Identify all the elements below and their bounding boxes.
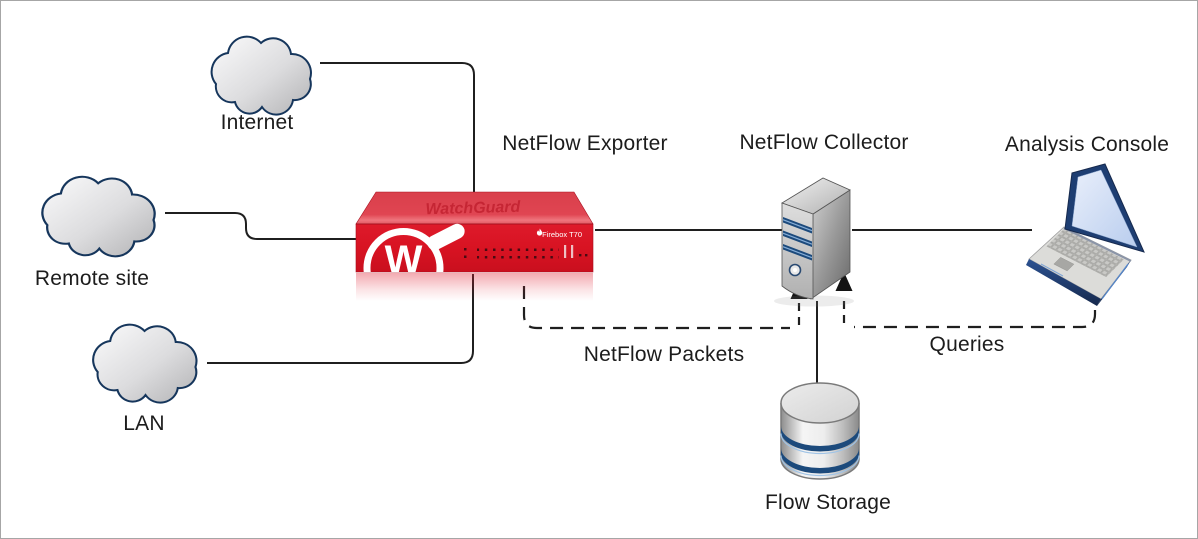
remote-site-cloud-icon bbox=[41, 175, 156, 258]
connector-internet-exporter bbox=[320, 62, 475, 192]
laptop-icon bbox=[1026, 163, 1145, 306]
firebox-brand-text: WatchGuard bbox=[425, 199, 521, 219]
firebox-led-panel bbox=[464, 245, 588, 260]
queries-flow-line bbox=[854, 289, 1097, 329]
connector-lan-exporter bbox=[207, 274, 474, 364]
cylinder-top bbox=[780, 382, 860, 424]
label-lan: LAN bbox=[123, 412, 165, 435]
lan-cloud-icon bbox=[92, 323, 198, 404]
led-grid bbox=[477, 246, 559, 260]
laptop-trackpad bbox=[1053, 257, 1075, 272]
label-netflow-collector: NetFlow Collector bbox=[739, 131, 909, 154]
netflow-packets-flow-line bbox=[522, 286, 790, 330]
database-cylinder-icon bbox=[780, 382, 860, 480]
laptop-front-edge bbox=[1026, 259, 1101, 306]
flame-icon bbox=[536, 228, 543, 236]
firebox-appliance-icon: WatchGuard W Firebox T70 bbox=[355, 191, 594, 301]
label-remote-site: Remote site bbox=[34, 267, 150, 290]
laptop-screen bbox=[1071, 169, 1138, 248]
connector-remote-site-exporter bbox=[165, 212, 357, 240]
label-analysis-console: Analysis Console bbox=[1004, 133, 1170, 156]
label-flow-storage: Flow Storage bbox=[764, 491, 892, 514]
cylinder-body bbox=[780, 403, 860, 480]
cylinder-stripes bbox=[780, 426, 860, 477]
solid-connectors bbox=[165, 62, 1032, 384]
firebox-model-badge: Firebox T70 bbox=[536, 228, 582, 239]
label-netflow-exporter: NetFlow Exporter bbox=[502, 132, 668, 155]
label-queries: Queries bbox=[929, 333, 1005, 356]
label-netflow-packets: NetFlow Packets bbox=[583, 343, 745, 366]
queries-arrowhead-icon bbox=[835, 272, 853, 291]
watchguard-logo-icon: W bbox=[363, 228, 444, 282]
firebox-reflection bbox=[356, 273, 593, 301]
laptop-hinge bbox=[1063, 227, 1132, 262]
logo-letter: W bbox=[385, 238, 423, 282]
server-tower-icon bbox=[774, 177, 854, 307]
firebox-antenna-pill bbox=[427, 223, 465, 251]
firebox-model-text: Firebox T70 bbox=[542, 230, 582, 239]
dashed-flows bbox=[522, 286, 1097, 330]
label-internet: Internet bbox=[220, 111, 294, 134]
internet-cloud-icon bbox=[210, 35, 312, 116]
server-vent-stripes bbox=[782, 217, 813, 261]
laptop-keyboard bbox=[1046, 228, 1124, 278]
